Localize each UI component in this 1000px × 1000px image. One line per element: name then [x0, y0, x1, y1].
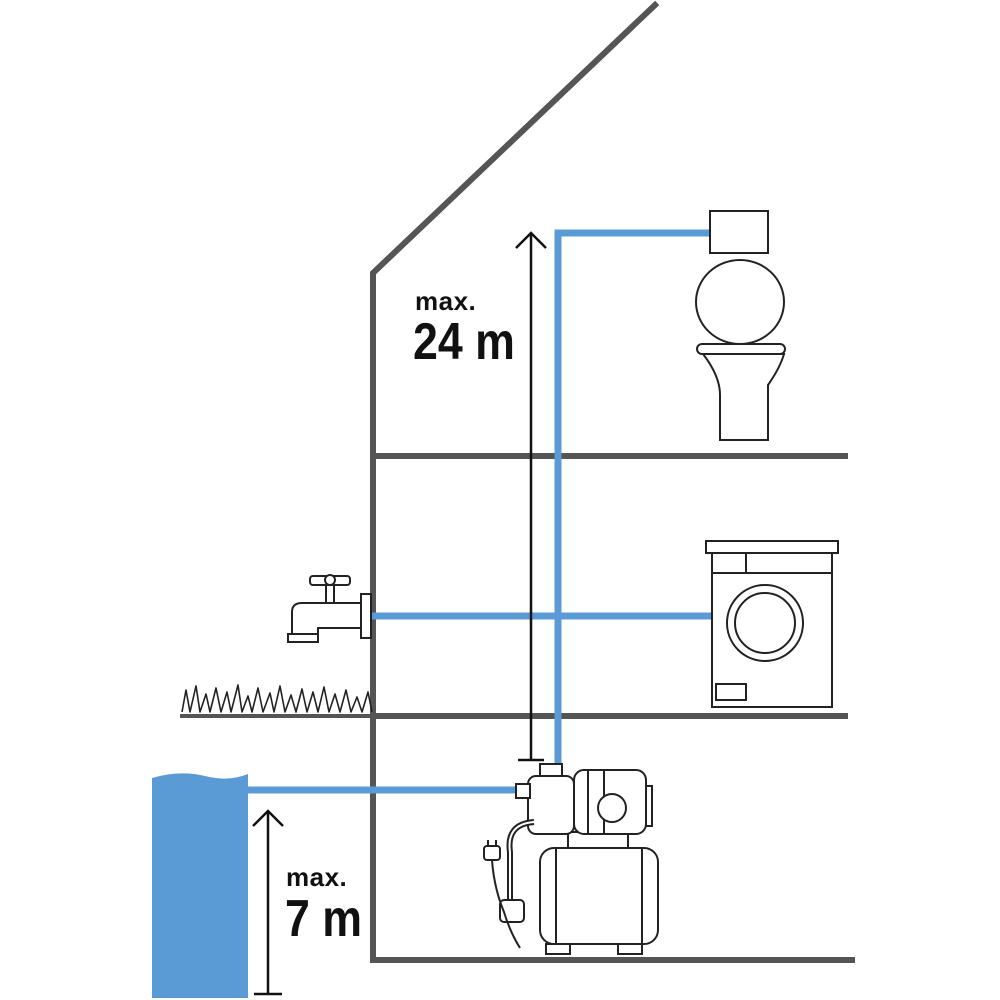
lift-height-arrow [515, 231, 547, 762]
vertical-riser-pipe [554, 229, 712, 765]
water-pump-icon [483, 763, 659, 955]
lift-height-prefix: max. [415, 286, 477, 316]
house-structure [180, 0, 855, 963]
suction-depth-prefix: max. [286, 862, 348, 892]
suction-depth-value: 7 m [285, 890, 363, 948]
water-source [152, 773, 248, 998]
lift-height-value: 24 m [413, 313, 515, 371]
suction-depth-arrow [252, 809, 284, 996]
washing-machine-icon [705, 540, 839, 708]
grass-icon [181, 684, 373, 713]
roof-line [370, 0, 660, 963]
outdoor-tap-icon [287, 574, 372, 643]
toilet-icon [695, 210, 786, 441]
water-pipes [246, 229, 712, 794]
